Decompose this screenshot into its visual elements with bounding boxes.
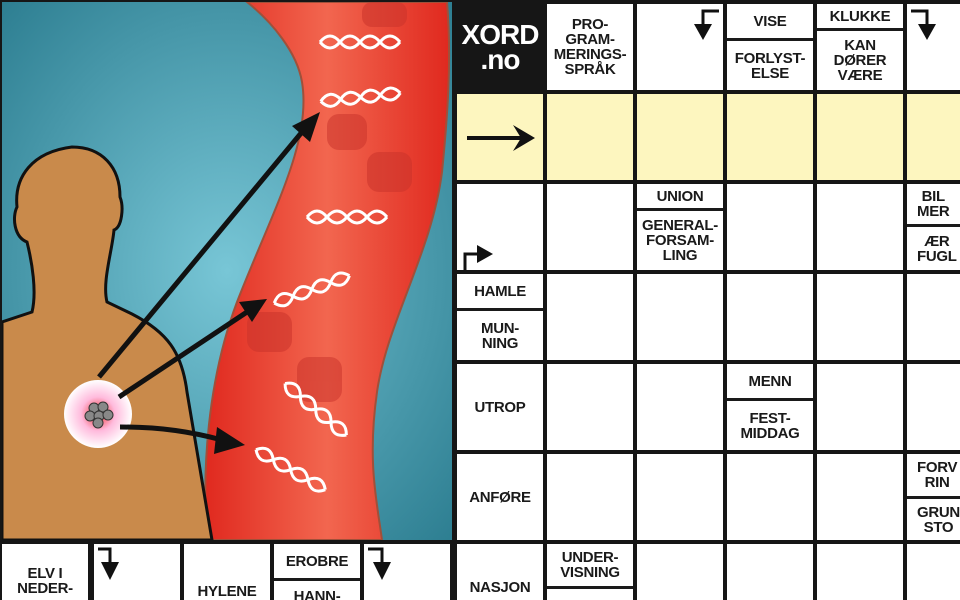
- answer-cell[interactable]: [547, 364, 633, 450]
- clue-text: HANN-: [293, 588, 341, 600]
- clue-text: VISE: [727, 4, 813, 41]
- clue-text: KAN DØRER VÆRE: [833, 37, 887, 84]
- clue-cell: UTROP: [457, 364, 543, 450]
- answer-cell[interactable]: [637, 454, 723, 540]
- clue-cell: PRO- GRAM- MERINGS- SPRÅK: [547, 4, 633, 90]
- clue-text: FORV RIN: [907, 454, 960, 499]
- answer-cell[interactable]: [817, 454, 903, 540]
- clue-cell: FORV RIN GRUN STO: [907, 454, 960, 540]
- clue-text: ELV I NEDER-: [17, 565, 73, 597]
- clue-text: HYLENE: [197, 583, 257, 600]
- logo: XORD .no: [457, 4, 543, 90]
- clue-text: MUN- NING: [481, 319, 519, 352]
- arrow-down-hook-icon: [98, 547, 119, 580]
- clue-text: UNDER- VISNING: [547, 544, 633, 589]
- answer-cell[interactable]: [907, 544, 960, 600]
- answer-cell[interactable]: [364, 544, 450, 600]
- clue-cell: ELV I NEDER-: [2, 544, 88, 600]
- answer-cell[interactable]: [907, 4, 960, 90]
- answer-cell[interactable]: [637, 544, 723, 600]
- answer-cell[interactable]: [907, 274, 960, 360]
- answer-cell[interactable]: [907, 364, 960, 450]
- clue-text: GRUN STO: [917, 503, 960, 536]
- blood-vessel: [204, 2, 451, 540]
- clue-cell: HYLENE: [184, 544, 270, 600]
- arrow-down-hook-icon: [911, 9, 936, 40]
- answer-cell[interactable]: [637, 274, 723, 360]
- answer-cell[interactable]: [547, 454, 633, 540]
- answer-cell[interactable]: [637, 4, 723, 90]
- answer-cell[interactable]: [727, 94, 813, 180]
- clue-cell: UNION GENERAL- FORSAM- LING: [637, 184, 723, 270]
- clue-cell: EROBRE HANN-: [274, 544, 360, 600]
- clue-cell: NASJON: [457, 544, 543, 600]
- logo-domain: .no: [480, 44, 521, 75]
- answer-row-start[interactable]: [457, 94, 543, 180]
- clue-text: PRO- GRAM- MERINGS- SPRÅK: [553, 16, 627, 78]
- answer-cell[interactable]: [637, 94, 723, 180]
- answer-cell[interactable]: [547, 274, 633, 360]
- clue-cell: UNDER- VISNING: [547, 544, 633, 600]
- answer-cell[interactable]: [817, 184, 903, 270]
- arrow-down-hook-icon: [694, 9, 719, 40]
- answer-cell[interactable]: [907, 94, 960, 180]
- arrow-right-icon: [467, 125, 535, 151]
- answer-cell[interactable]: [727, 454, 813, 540]
- answer-cell[interactable]: [637, 364, 723, 450]
- human-silhouette: [2, 145, 214, 540]
- illustration-cancer-dna: [2, 2, 452, 540]
- clue-cell: HAMLE MUN- NING: [457, 274, 543, 360]
- clue-cell: KLUKKE KAN DØRER VÆRE: [817, 4, 903, 90]
- clue-text: UTROP: [474, 398, 526, 416]
- clue-text: BIL MER: [907, 184, 960, 227]
- clue-text: MENN: [727, 364, 813, 401]
- clue-text: EROBRE: [274, 544, 360, 581]
- dna-strands: [254, 34, 402, 493]
- clue-text: NASJON: [469, 578, 531, 596]
- answer-cell[interactable]: [817, 94, 903, 180]
- clue-text: ANFØRE: [469, 488, 531, 506]
- answer-cell[interactable]: [817, 364, 903, 450]
- answer-cell[interactable]: [817, 274, 903, 360]
- answer-cell[interactable]: [94, 544, 180, 600]
- clue-text: HAMLE: [457, 274, 543, 311]
- clue-text: KLUKKE: [817, 4, 903, 31]
- clue-text: FEST- MIDDAG: [740, 409, 800, 442]
- clue-cell: VISE FORLYST- ELSE: [727, 4, 813, 90]
- clue-cell: MENN FEST- MIDDAG: [727, 364, 813, 450]
- metastasis-arrows: [97, 112, 320, 454]
- answer-cell[interactable]: [817, 544, 903, 600]
- answer-cell[interactable]: [547, 94, 633, 180]
- answer-cell[interactable]: [727, 184, 813, 270]
- clue-text: GENERAL- FORSAM- LING: [642, 217, 718, 264]
- answer-cell[interactable]: [547, 184, 633, 270]
- blood-cells: [247, 2, 412, 402]
- clue-text: UNION: [637, 184, 723, 211]
- clue-cell: BIL MER ÆR FUGL: [907, 184, 960, 270]
- arrow-down-hook-icon: [368, 547, 391, 580]
- logo-text: XORD: [461, 19, 540, 50]
- answer-cell[interactable]: [727, 544, 813, 600]
- answer-cell[interactable]: [727, 274, 813, 360]
- clue-text: FORLYST- ELSE: [734, 49, 806, 82]
- clue-cell: ANFØRE: [457, 454, 543, 540]
- tumor-cells: [84, 401, 114, 429]
- clue-text: ÆR FUGL: [917, 232, 957, 265]
- arrow-corner-right-icon: [463, 245, 493, 270]
- answer-cell[interactable]: [457, 184, 543, 270]
